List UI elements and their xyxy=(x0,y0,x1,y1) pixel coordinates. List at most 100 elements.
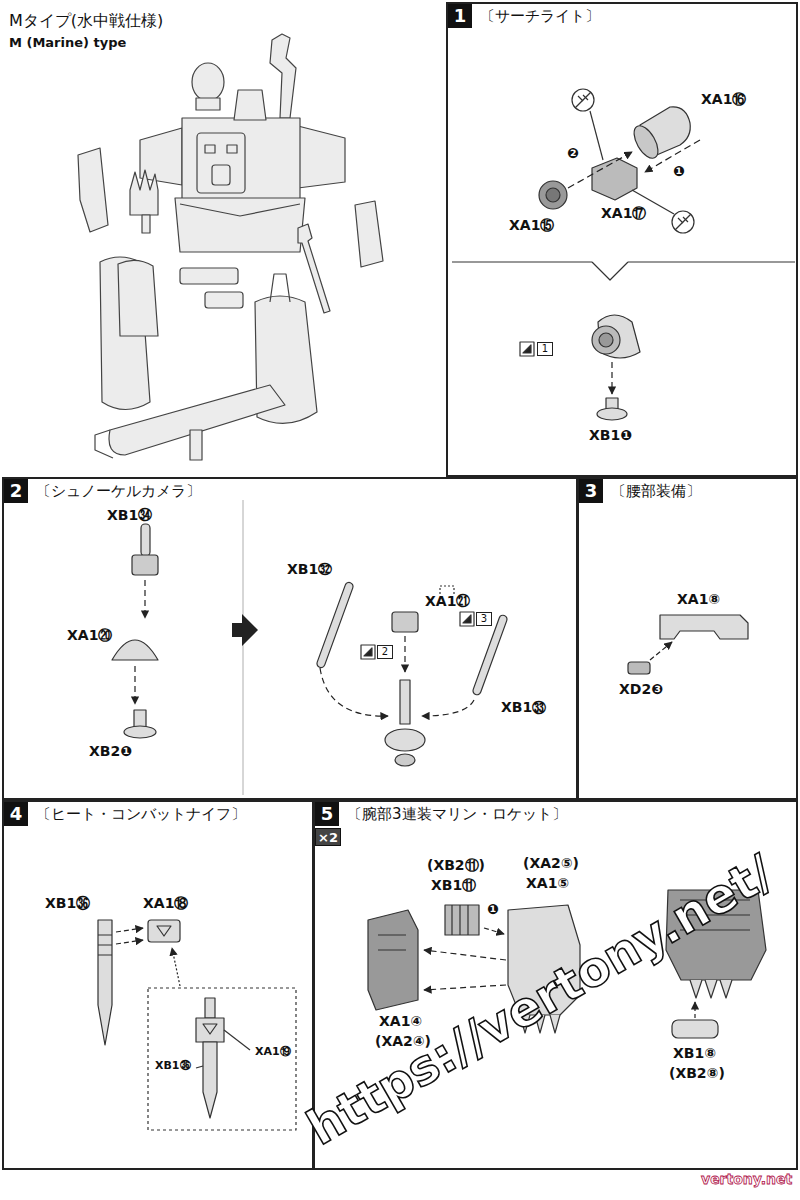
mtype-parts xyxy=(298,224,330,313)
mtype-parts xyxy=(192,63,224,101)
box-text: 1 xyxy=(454,7,467,25)
snorkel-camera-parts xyxy=(463,615,471,623)
knife-parts xyxy=(224,1030,250,1050)
mtype-parts xyxy=(355,201,383,267)
waist-parts xyxy=(628,662,650,674)
part-callout: XB1㊱ xyxy=(154,1060,192,1072)
searchlight-parts xyxy=(452,261,795,262)
knife-parts xyxy=(116,928,143,932)
searchlight-parts xyxy=(590,111,603,160)
snorkel-camera-parts xyxy=(134,666,135,704)
part-callout: XA1⑮ xyxy=(508,218,555,233)
knife-parts xyxy=(157,926,171,936)
searchlight-parts xyxy=(611,362,612,394)
snorkel-camera-parts xyxy=(320,668,388,716)
knife-parts xyxy=(203,1042,217,1118)
searchlight-parts xyxy=(599,333,613,347)
step-panel: 〔腰部装備〕3 xyxy=(577,477,798,800)
mtype-parts xyxy=(197,133,245,193)
knife-parts xyxy=(148,920,180,942)
rocket-parts xyxy=(452,905,468,935)
mtype-parts xyxy=(180,268,238,284)
snorkel-camera-parts xyxy=(392,612,418,632)
knife-parts xyxy=(203,1024,217,1034)
knife-parts xyxy=(205,998,215,1018)
rocket-parts xyxy=(666,890,766,980)
searchlight-parts xyxy=(632,190,674,214)
rocket-parts xyxy=(694,1002,695,1018)
step-panel: 〔サーチライト〕11 xyxy=(446,2,798,477)
snorkel-camera-parts xyxy=(232,614,258,646)
snorkel-camera-parts xyxy=(243,500,244,795)
rocket-parts xyxy=(520,1015,560,1033)
rocket-parts xyxy=(424,985,506,990)
mtype-parts xyxy=(205,145,215,153)
searchlight-parts xyxy=(539,181,567,209)
step-number: 3 xyxy=(579,479,603,503)
waist-parts xyxy=(660,615,748,639)
mtype-parts xyxy=(78,34,383,460)
rocket-parts xyxy=(378,935,406,950)
step-heading: 〔サーチライト〕 xyxy=(478,7,602,25)
part-callout: XA1⑰ xyxy=(600,206,647,221)
snorkel-camera-parts xyxy=(460,612,474,626)
part-callout: XA1⑳ xyxy=(66,628,113,643)
searchlight-parts xyxy=(575,92,591,108)
part-callout: (XB2⑪) xyxy=(426,858,486,873)
mtype-parts xyxy=(180,204,300,216)
searchlight-parts xyxy=(592,326,620,354)
part-callout: XA1㉑ xyxy=(424,594,471,609)
part-callout: XA1⑯ xyxy=(700,92,747,107)
step-number: 4 xyxy=(4,802,28,826)
snorkel-camera-parts xyxy=(440,586,454,600)
part-callout: XB1⑪ xyxy=(430,878,477,893)
snorkel-camera-parts xyxy=(361,645,375,659)
part-callout: XB1⑧ xyxy=(672,1046,717,1061)
step-number: 2 xyxy=(4,479,28,503)
searchlight-parts xyxy=(572,89,594,111)
snorkel-camera-parts xyxy=(141,524,150,556)
rocket-parts xyxy=(424,950,506,960)
step-order: ❶ xyxy=(672,164,686,179)
step-heading: 〔腕部3連装マリン・ロケット〕 xyxy=(345,805,569,823)
step-heading: 〔シュノーケルカメラ〕 xyxy=(34,482,203,500)
box-text: 2 xyxy=(10,482,23,500)
mtype-parts xyxy=(95,430,113,458)
mtype-parts xyxy=(130,170,158,215)
mtype-parts xyxy=(227,145,237,153)
mtype-parts xyxy=(212,165,230,185)
knife-parts xyxy=(196,1066,203,1068)
mtype-parts xyxy=(298,126,345,188)
subtitle: M (Marine) type xyxy=(8,36,127,50)
quantity-box: ×2 xyxy=(315,828,341,846)
part-callout: XB1❶ xyxy=(588,428,633,443)
watermark: vertony.net xyxy=(700,1172,793,1187)
part-callout: XA1⑱ xyxy=(142,896,189,911)
knife-parts xyxy=(98,920,296,1130)
mtype-parts xyxy=(78,148,108,232)
part-callout: XB2❶ xyxy=(88,744,133,759)
rocket-parts xyxy=(445,905,479,935)
box-text: 3 xyxy=(585,482,598,500)
part-callout: XB1㉜ xyxy=(286,562,333,577)
snorkel-camera-parts xyxy=(316,581,354,668)
searchlight-parts xyxy=(645,140,700,172)
snorkel-camera-parts xyxy=(112,500,508,795)
mtype-parts xyxy=(182,118,300,200)
part-callout: XA1④ xyxy=(378,1014,423,1029)
snorkel-camera-parts xyxy=(472,614,508,696)
box-text: 3 xyxy=(481,614,487,624)
step-order: ❶ xyxy=(486,902,500,917)
mtype-parts xyxy=(270,34,296,118)
mtype-parts xyxy=(142,215,150,233)
part-callout: XA1⑲ xyxy=(254,1046,292,1058)
rocket-parts xyxy=(508,905,580,1015)
box-text: 5 xyxy=(321,805,334,823)
snorkel-camera-parts xyxy=(124,726,156,738)
watermark: https://vertony.net/ xyxy=(298,845,783,1155)
box-text: ×2 xyxy=(318,831,338,844)
step-number: 5 xyxy=(315,802,339,826)
step-heading: 〔ヒート・コンバットナイフ〕 xyxy=(34,805,248,823)
snorkel-camera-parts xyxy=(400,680,410,724)
